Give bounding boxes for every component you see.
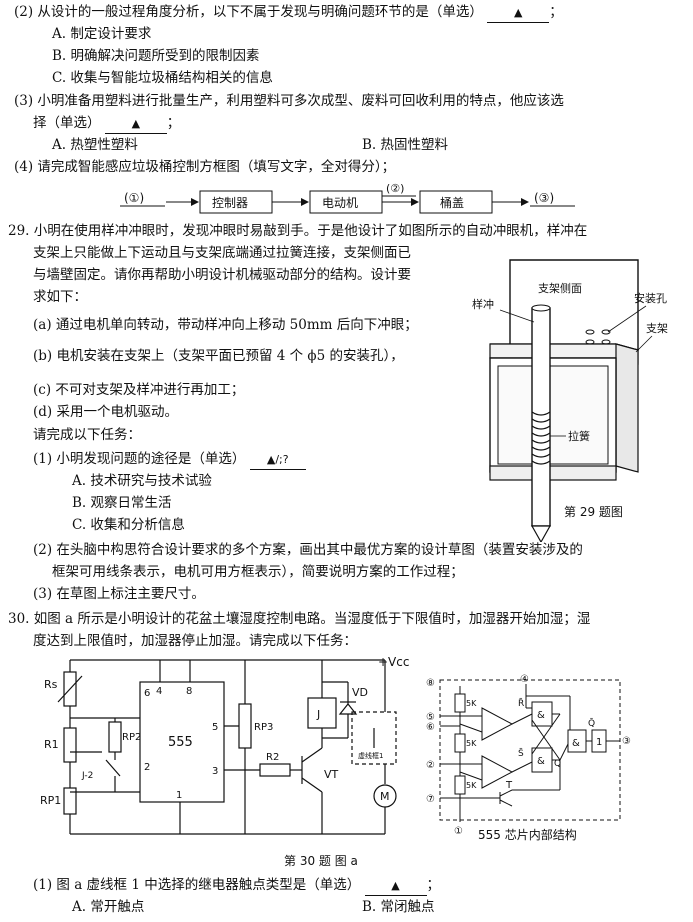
q30-1-stem: (1) 图 a 虚线框 1 中选择的继电器触点类型是（单选） ▲； — [33, 876, 440, 896]
q28-2-stem: (2) 从设计的一般过程角度分析，以下不属于发现与明确问题环节的是（单选） ▲； — [14, 3, 563, 23]
q30-555-internal-figure: ⑧ ④ ⑤ ⑥ ② ⑦ ① ③ 5K 5K 5K R̄ S̄ Q Q̄ & & … — [426, 674, 631, 837]
q29-2-line2: 框架可用线条表示，电机可用方框表示），简要说明方案的工作过程； — [52, 564, 464, 580]
label-rp2: RP2 — [122, 732, 141, 743]
q29-req-a: (a) 通过电机单向转动，带动样冲向上移动 50mm 后向下冲眼； — [33, 317, 418, 333]
pin-4-marker: ④ — [520, 674, 529, 685]
flow-blank-2: (②) — [386, 182, 404, 195]
label-rp1: RP1 — [40, 794, 61, 807]
answer-blank[interactable]: ▲ — [104, 114, 167, 134]
q29-1-option-c: C. 收集和分析信息 — [72, 517, 185, 533]
q29-1-option-b: B. 观察日常生活 — [72, 495, 172, 511]
gate-and-2: & — [537, 756, 545, 767]
label-dashed-box-1: 虚线框1 — [358, 751, 383, 760]
pin-8-marker: ⑧ — [426, 678, 435, 689]
q29-1-option-a: A. 技术研究与技术试验 — [72, 473, 212, 489]
control-block-diagram: (①) 控制器 电动机 (②) 桶盖 (③) — [120, 182, 575, 214]
gate-and-3: & — [572, 738, 580, 749]
flow-motor: 电动机 — [322, 196, 358, 210]
answer-blank[interactable]: ▲/;? — [249, 450, 306, 470]
q29-stem-line3: 与墙壁固定。请你再帮助小明设计机械驱动部分的结构。设计要 — [33, 267, 411, 283]
q30-1-option-b: B. 常闭触点 — [362, 899, 435, 915]
label-rs: Rs — [44, 678, 58, 691]
gate-not: 1 — [596, 737, 602, 748]
q30-555-caption: 555 芯片内部结构 — [478, 828, 577, 842]
resistor-5k-mid: 5K — [466, 739, 477, 748]
label-s-bar: S̄ — [518, 747, 524, 759]
q30-figure-a-caption: 第 30 题 图 a — [284, 854, 358, 868]
q29-task-title: 请完成以下任务： — [33, 427, 141, 443]
pin-5-marker: ⑤ — [426, 712, 435, 723]
resistor-5k-bottom: 5K — [466, 781, 477, 790]
q28-4-stem: (4) 请完成智能感应垃圾桶控制方框图（填写文字，全对得分）； — [14, 159, 396, 175]
label-spring: 拉簧 — [568, 429, 590, 443]
label-vt: VT — [324, 768, 339, 781]
q29-req-d: (d) 采用一个电机驱动。 — [33, 404, 178, 420]
flow-controller: 控制器 — [212, 196, 248, 210]
pin-3-marker: ③ — [622, 736, 631, 747]
pin-7-marker: ⑦ — [426, 794, 435, 805]
pin-2: 2 — [144, 762, 150, 773]
q29-stem-line1: 29. 小明在使用样冲冲眼时，发现冲眼时易敲到手。于是他设计了如图所示的自动冲眼… — [8, 223, 588, 239]
resistor-5k-top: 5K — [466, 699, 477, 708]
q30-1-option-a: A. 常开触点 — [72, 899, 145, 915]
label-mount-hole: 安装孔 — [634, 291, 667, 305]
q29-req-c: (c) 不可对支架及样冲进行再加工； — [33, 382, 245, 398]
pin-6-marker: ⑥ — [426, 722, 435, 733]
flow-blank-1: (①) — [124, 191, 144, 205]
label-r2: R2 — [266, 752, 279, 763]
label-r-bar: R̄ — [518, 697, 524, 709]
q29-figure-caption: 第 29 题图 — [564, 505, 623, 519]
label-vd: VD — [352, 686, 368, 699]
q30-circuit-diagram: +Vcc Rs R1 RP2 J-2 RP1 555 6 4 8 5 3 2 1… — [40, 655, 409, 835]
label-punch: 样冲 — [472, 297, 494, 311]
label-j: J — [316, 708, 320, 721]
q29-1-stem: (1) 小明发现问题的途径是（单选） ▲/;? — [33, 450, 306, 470]
label-rp3: RP3 — [254, 722, 273, 733]
flow-lid: 桶盖 — [440, 195, 464, 210]
q29-2-line1: (2) 在头脑中构思符合设计要求的多个方案，画出其中最优方案的设计草图（装置安装… — [33, 542, 583, 558]
q28-3-option-b: B. 热固性塑料 — [362, 137, 449, 153]
q30-stem-line1: 30. 如图 a 所示是小明设计的花盆土壤湿度控制电路。当湿度低于下限值时，加湿… — [8, 611, 591, 627]
pin-6: 6 — [144, 688, 150, 699]
label-j2: J-2 — [81, 771, 93, 781]
gate-and-1: & — [537, 710, 545, 721]
label-bracket: 支架 — [646, 322, 668, 335]
flow-blank-3: (③) — [534, 191, 554, 205]
pin-1: 1 — [176, 790, 182, 801]
label-t: T — [505, 780, 513, 791]
label-q: Q — [554, 759, 561, 769]
q30-stem-line2: 度达到上限值时，加湿器停止加湿。请完成以下任务： — [33, 633, 357, 649]
q28-3-stem-line2: 择（单选） ▲； — [33, 114, 180, 134]
label-r1: R1 — [44, 738, 59, 751]
pin-3: 3 — [212, 766, 218, 777]
q29-3: (3) 在草图上标注主要尺寸。 — [33, 586, 205, 602]
motor-icon: M — [380, 790, 390, 803]
pin-5: 5 — [212, 722, 218, 733]
pin-8: 8 — [186, 686, 192, 697]
answer-blank[interactable]: ▲ — [364, 876, 427, 896]
q29-req-b: (b) 电机安装在支架上（支架平面已预留 4 个 ϕ5 的安装孔）， — [33, 348, 404, 364]
q29-stem-line2: 支架上只能做上下运动且与支架底端通过拉簧连接，支架侧面已 — [33, 245, 411, 261]
q29-stem-line4: 求如下： — [33, 289, 87, 305]
q28-3-option-a: A. 热塑性塑料 — [52, 137, 138, 153]
q28-2-option-c: C. 收集与智能垃圾桶结构相关的信息 — [52, 70, 273, 86]
label-vcc: +Vcc — [378, 655, 409, 669]
pin-1-marker: ① — [454, 826, 463, 837]
q28-2-option-a: A. 制定设计要求 — [52, 26, 152, 42]
label-555: 555 — [168, 735, 193, 750]
answer-blank[interactable]: ▲ — [487, 3, 550, 23]
label-bracket-side: 支架侧面 — [538, 282, 582, 295]
pin-4: 4 — [156, 686, 162, 697]
pin-2-marker: ② — [426, 760, 435, 771]
label-q-bar: Q̄ — [588, 717, 595, 729]
q29-punch-machine-figure: 支架侧面 样冲 安装孔 支架 拉簧 — [472, 259, 668, 542]
q28-2-option-b: B. 明确解决问题所受到的限制因素 — [52, 48, 260, 64]
q28-3-stem-line1: (3) 小明准备用塑料进行批量生产，利用塑料可多次成型、废料可回收利用的特点，他… — [14, 93, 564, 109]
